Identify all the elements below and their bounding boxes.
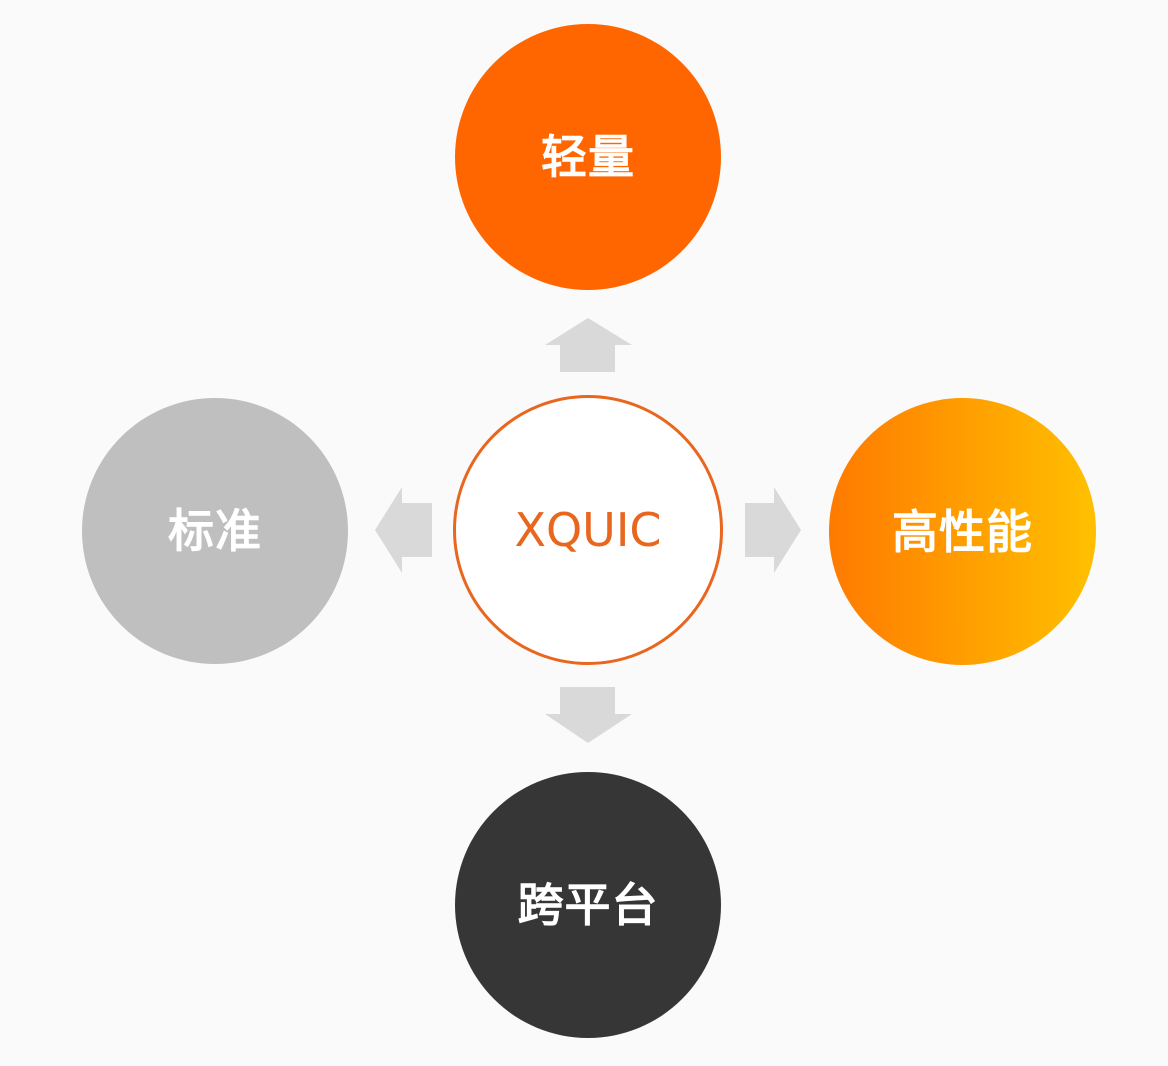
arrow-up-icon: [545, 318, 632, 372]
hub-node-xquic: XQUIC: [453, 395, 723, 665]
arrow-left-icon: [375, 487, 432, 573]
arrow-down-icon: [545, 687, 632, 743]
feature-node-cross-platform: 跨平台: [455, 772, 721, 1038]
node-label-high-performance: 高性能: [892, 504, 1033, 559]
feature-node-high-performance: 高性能: [829, 398, 1096, 665]
arrow-right-icon: [745, 487, 801, 573]
node-label-lightweight: 轻量: [541, 130, 635, 184]
node-label-standard: 标准: [168, 504, 262, 558]
hub-label: XQUIC: [514, 503, 662, 557]
node-label-cross-platform: 跨平台: [517, 878, 659, 932]
feature-node-lightweight: 轻量: [455, 24, 721, 290]
feature-node-standard: 标准: [82, 398, 348, 664]
